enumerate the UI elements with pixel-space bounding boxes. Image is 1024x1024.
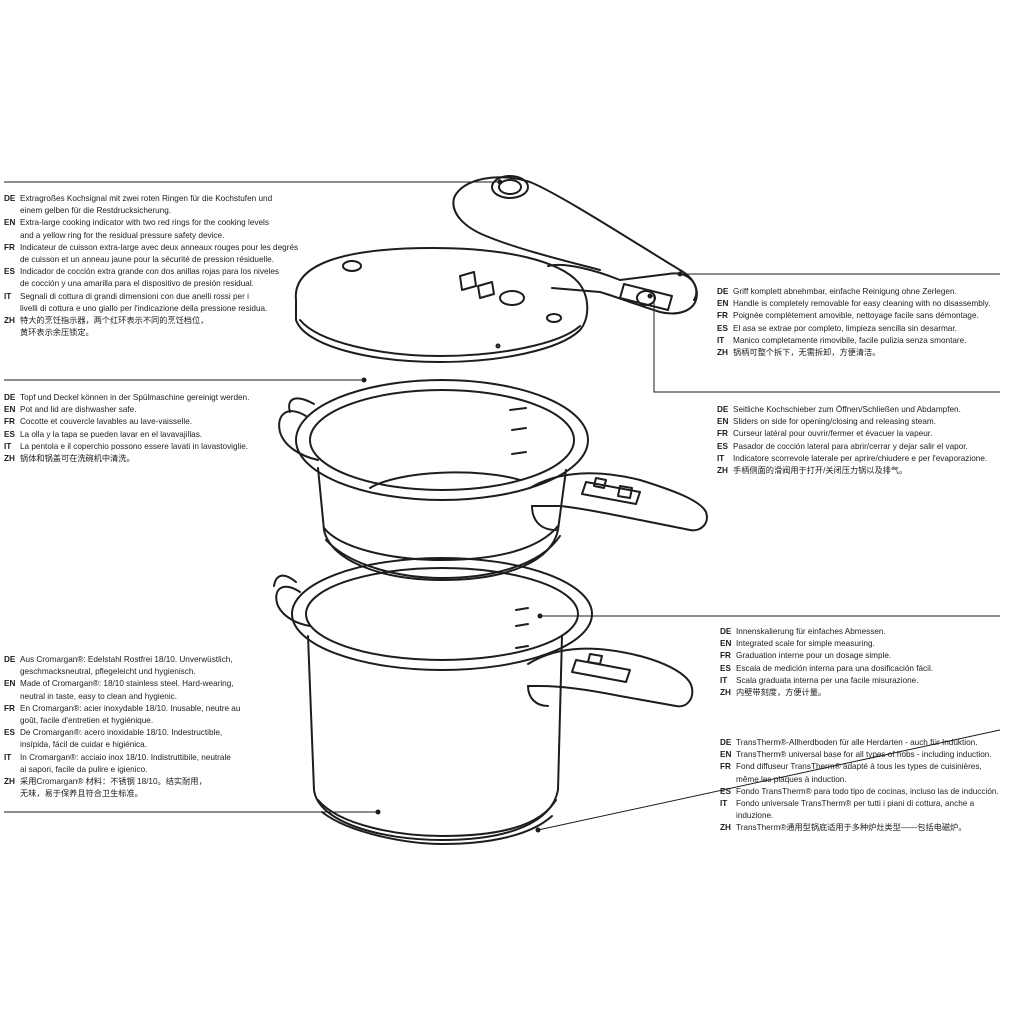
callout-text: Extragroßes Kochsignal mit zwei roten Ri… <box>20 194 273 216</box>
lang-code: ES <box>717 441 728 451</box>
lang-code: DE <box>4 393 16 402</box>
callout-text: Integrated scale for simple measuring. <box>736 639 875 649</box>
callout-text: Graduation interne pour un dosage simple… <box>736 651 892 661</box>
callout-text: Made of Cromargan®: 18/10 stainless stee… <box>20 679 234 701</box>
callout-text: Griff komplett abnehmbar, einfache Reini… <box>733 287 957 296</box>
callout-text: Segnali di cottura di grandi dimensioni … <box>20 291 268 313</box>
lang-code: FR <box>4 242 15 252</box>
leader-dots <box>361 179 683 833</box>
lang-code: ZH <box>720 823 731 833</box>
callout-text: TransTherm®-Allherdboden für alle Herdar… <box>736 738 978 747</box>
lang-code: DE <box>720 627 732 636</box>
lang-code: ES <box>717 323 728 333</box>
lang-code: DE <box>717 287 729 296</box>
callout-text: 手柄侧面的滑阀用于打开/关闭压力锅以及排气。 <box>733 466 908 476</box>
lang-code: FR <box>717 311 728 321</box>
lang-code: DE <box>4 194 16 203</box>
lang-code: ES <box>720 786 731 796</box>
lang-code: FR <box>4 417 15 427</box>
lang-code: ES <box>4 429 15 439</box>
callout-transtherm: DE TransTherm®-Allherdboden für alle Herd… <box>720 737 1010 835</box>
callout-text: 锅体和锅盖可在洗碗机中清洗。 <box>20 454 135 464</box>
callout-text: Indicateur de cuisson extra-large avec d… <box>20 242 299 265</box>
lang-code: EN <box>720 639 732 649</box>
lang-code: FR <box>720 651 731 661</box>
callout-text: Sliders on side for opening/closing and … <box>733 417 936 427</box>
upper-pot <box>278 379 708 581</box>
callout-text: Topf und Deckel können in der Spülmaschi… <box>20 393 250 402</box>
callout-text: Pasador de cocción lateral para abrir/ce… <box>733 441 968 451</box>
lang-code: DE <box>720 738 732 747</box>
lang-code: DE <box>717 405 729 414</box>
callout-text: Aus Cromargan®: Edelstahl Rostfrei 18/10… <box>20 655 233 677</box>
callout-text: 采用Cromargan® 材料：不锈钢 18/10。结实耐用， 无味，易于保养且… <box>20 777 207 799</box>
lang-code: ES <box>720 663 731 673</box>
lang-code: EN <box>4 218 16 228</box>
callout-text: Indicatore scorrevole laterale per aprir… <box>733 453 988 463</box>
lang-code: EN <box>717 299 729 309</box>
callout-text: Pot and lid are dishwasher safe. <box>20 405 137 415</box>
lang-code: IT <box>4 441 12 451</box>
callout-handle: DE Griff komplett abnehmbar, einfache Rei… <box>717 286 1007 359</box>
callout-text: Poignée complètement amovible, nettoyage… <box>733 311 979 321</box>
lang-code: IT <box>4 291 12 301</box>
callout-text: Fond diffuseur TransTherm® adapté à tous… <box>736 762 982 784</box>
callout-text: Curseur latéral pour ouvrir/fermer et év… <box>733 429 933 439</box>
callout-text: Manico completamente rimovibile, facile … <box>733 335 967 345</box>
lang-code: EN <box>720 750 732 760</box>
lang-code: FR <box>720 762 731 772</box>
lang-code: ES <box>4 267 15 277</box>
callout-text: Fondo universale TransTherm® per tutti i… <box>736 799 975 821</box>
callout-text: Extra-large cooking indicator with two r… <box>20 218 269 240</box>
callout-text: En Cromargan®: acier inoxydable 18/10. I… <box>20 703 241 726</box>
lang-code: DE <box>4 655 16 664</box>
lang-code: IT <box>4 752 12 762</box>
callout-text: La pentola e il coperchio possono essere… <box>20 441 249 451</box>
lang-code: IT <box>717 453 725 463</box>
leader-lines <box>4 181 1001 831</box>
callout-cooking-indicator: DE Extragroßes Kochsignal mit zwei roten … <box>4 193 304 339</box>
lang-code: ZH <box>4 454 15 464</box>
callout-text: Indicador de cocción extra grande con do… <box>20 267 279 289</box>
callout-text: Innenskalierung für einfaches Abmessen. <box>736 627 886 636</box>
callout-text: TransTherm®通用型锅底适用于多种炉灶类型——包括电磁炉。 <box>736 823 967 833</box>
callout-text: Seitliche Kochschieber zum Öffnen/Schlie… <box>733 405 961 414</box>
callout-text: 内壁带刻度，方便计量。 <box>736 688 827 698</box>
callout-scale: DE Innenskalierung für einfaches Abmessen… <box>720 626 1010 699</box>
lid <box>294 175 698 363</box>
lang-code: EN <box>4 679 16 689</box>
lang-code: EN <box>717 417 729 427</box>
lang-code: IT <box>720 799 728 809</box>
callout-text: TransTherm® universal base for all types… <box>736 750 992 760</box>
callout-text: Scala graduata interna per una facile mi… <box>736 675 919 685</box>
callout-text: El asa se extrae por completo, limpieza … <box>733 323 957 333</box>
lower-pot <box>273 557 694 845</box>
callout-text: In Cromargan®: acciaio inox 18/10. Indis… <box>20 752 231 774</box>
callout-text: Escala de medición interna para una dosi… <box>736 663 934 673</box>
callout-cromargan: DE Aus Cromargan®: Edelstahl Rostfrei 18/… <box>4 654 274 800</box>
callout-slider: DE Seitliche Kochschieber zum Öffnen/Schl… <box>717 404 1017 477</box>
lang-code: EN <box>4 405 16 415</box>
lang-code: ES <box>4 728 15 738</box>
callout-text: La olla y la tapa se pueden lavar en el … <box>20 429 203 439</box>
callout-text: 特大的烹饪指示器，两个红环表示不同的烹饪档位， 黄环表示余压锁定。 <box>20 316 209 338</box>
lang-code: ZH <box>717 348 728 358</box>
lang-code: ZH <box>4 777 15 787</box>
lang-code: FR <box>717 429 728 439</box>
lang-code: ZH <box>720 688 731 698</box>
callout-text: Fondo TransTherm® para todo tipo de coci… <box>736 786 999 796</box>
callout-text: De Cromargan®: acero inoxidable 18/10. I… <box>20 728 223 750</box>
lang-code: IT <box>717 335 725 345</box>
callout-text: Handle is completely removable for easy … <box>733 299 991 309</box>
callout-dishwasher: DE Topf und Deckel können in der Spülmasc… <box>4 392 284 465</box>
lang-code: ZH <box>717 466 728 476</box>
callout-text: 锅柄可整个拆下，无需拆卸，方便清洁。 <box>733 348 881 358</box>
callout-text: Cocotte et couvercle lavables au lave-va… <box>20 417 193 427</box>
lang-code: ZH <box>4 316 15 326</box>
lang-code: IT <box>720 675 728 685</box>
lang-code: FR <box>4 703 15 713</box>
